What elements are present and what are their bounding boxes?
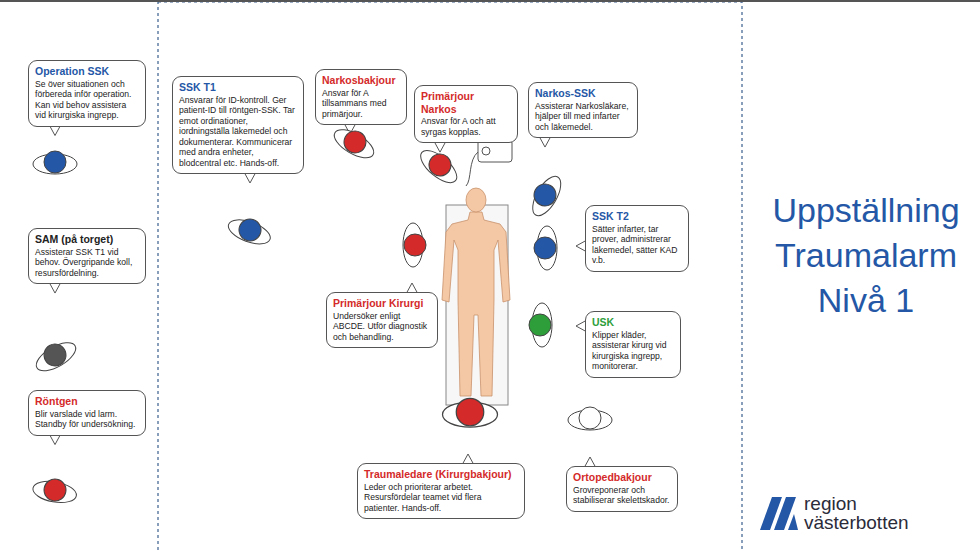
- role-bubble: RöntgenBlir varslade vid larm. Standby f…: [28, 390, 146, 436]
- person-figure: [443, 398, 498, 427]
- role-bubble: Primärjour KirurgiUndersöker enligt ABCD…: [326, 292, 438, 348]
- top-rule: [0, 0, 980, 2]
- role-description: Ansvar för A tillsammans med primärjour.: [322, 88, 400, 119]
- person-figure: [330, 121, 380, 163]
- role-description: Grovreponerar och stabiliserar skelettsk…: [573, 485, 671, 506]
- role-title: SAM (på torget): [35, 233, 139, 246]
- person-figure: [415, 142, 463, 188]
- role-description: Blir varslade vid larm. Standby för unde…: [35, 409, 139, 430]
- logo-icon: [760, 497, 798, 530]
- person-figure: [225, 212, 274, 249]
- person-figure: [534, 226, 557, 270]
- role-title: Narkosbakjour: [322, 74, 400, 87]
- monitor-icon: [466, 140, 512, 186]
- patient-figure: [442, 188, 510, 405]
- role-description: Assisterar Narkosläkare, hjälper till me…: [535, 101, 631, 132]
- person-figure: [403, 223, 426, 267]
- role-description: Ansvarar för ID-kontroll. Ger patient-ID…: [179, 95, 297, 168]
- role-title: Ortopedbakjour: [573, 471, 671, 484]
- page-title: Uppställning Traumalarm Nivå 1: [755, 188, 977, 323]
- role-title: USK: [592, 316, 674, 329]
- role-title: Traumaledare (Kirurgbakjour): [364, 468, 518, 481]
- role-bubble: SSK T1Ansvarar för ID-kontroll. Ger pati…: [172, 76, 304, 174]
- role-title: Operation SSK: [35, 65, 139, 78]
- role-description: Leder och prioriterar arbetet. Resursför…: [364, 482, 518, 513]
- person-figure: [568, 407, 612, 430]
- role-description: Undersöker enligt ABCDE. Utför diagnosti…: [333, 311, 431, 342]
- role-description: Assisterar SSK T1 vid behov. Övergripand…: [35, 247, 139, 278]
- role-bubble: SAM (på torget)Assisterar SSK T1 vid beh…: [28, 228, 146, 284]
- dashed-frame: [158, 2, 742, 551]
- person-figure: [30, 334, 80, 376]
- role-bubble: NarkosbakjourAnsvar för A tillsammans me…: [315, 69, 407, 125]
- role-title: Primärjour Narkos: [421, 90, 511, 115]
- role-description: Sätter infarter, tar prover, administrer…: [592, 224, 682, 266]
- logo-text: region västerbotten: [804, 494, 934, 532]
- role-bubble: OrtopedbakjourGrovreponerar och stabilis…: [566, 466, 678, 512]
- role-title: Röntgen: [35, 395, 139, 408]
- role-description: Klipper kläder, assisterar kirurg vid ki…: [592, 330, 674, 372]
- role-bubble: Narkos-SSKAssisterar Narkosläkare, hjälp…: [528, 82, 638, 138]
- role-bubble: USKKlipper kläder, assisterar kirurg vid…: [585, 311, 681, 378]
- role-description: Ansvar för A och att syrgas kopplas.: [421, 116, 511, 137]
- role-title: SSK T2: [592, 210, 682, 223]
- role-description: Se över situationen och förbereda inför …: [35, 79, 139, 121]
- role-title: Primärjour Kirurgi: [333, 297, 431, 310]
- role-title: Narkos-SSK: [535, 87, 631, 100]
- role-title: SSK T1: [179, 81, 297, 94]
- role-bubble: Traumaledare (Kirurgbakjour)Leder och pr…: [357, 463, 525, 519]
- role-bubble: Primärjour NarkosAnsvar för A och att sy…: [414, 85, 518, 143]
- role-bubble: SSK T2Sätter infarter, tar prover, admin…: [585, 205, 689, 272]
- role-bubble: Operation SSKSe över situationen och för…: [28, 60, 146, 127]
- person-figure: [529, 303, 552, 347]
- person-figure: [31, 475, 78, 505]
- person-figure: [524, 170, 566, 220]
- team-members: [30, 121, 612, 505]
- person-figure: [33, 151, 77, 174]
